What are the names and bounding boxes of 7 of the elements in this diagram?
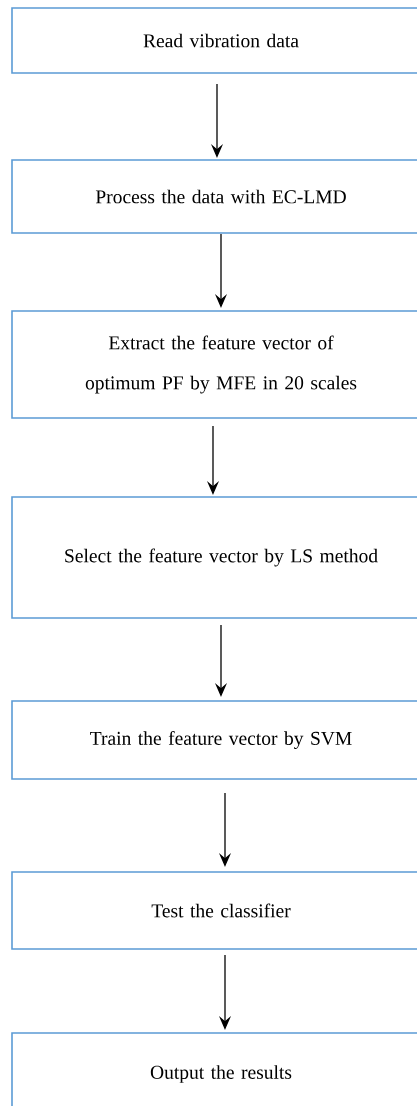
process-box: Process the data with EC-LMD: [11, 159, 417, 234]
process-box: Train the feature vector by SVM: [11, 700, 417, 780]
process-box: Output the results: [11, 1032, 417, 1106]
process-box: Select the feature vector by LS method: [11, 496, 417, 619]
process-box: Test the classifier: [11, 871, 417, 950]
process-box: Extract the feature vector of optimum PF by MFE in 20 scales: [11, 310, 417, 419]
process-box: Read vibration data: [11, 7, 417, 74]
